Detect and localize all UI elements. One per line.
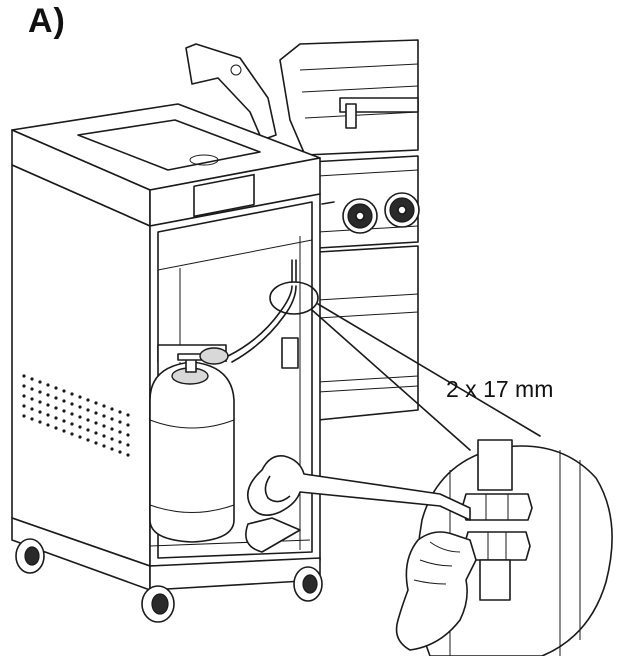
fitting-detail [449, 439, 581, 656]
wrench-size-label: 2 x 17 mm [446, 376, 554, 402]
regulator-hose [199, 259, 299, 369]
wrench [245, 454, 471, 553]
caster-wheels [15, 538, 323, 623]
step-label: A) [28, 2, 66, 40]
hand [395, 531, 477, 651]
gas-cylinder [149, 344, 235, 543]
